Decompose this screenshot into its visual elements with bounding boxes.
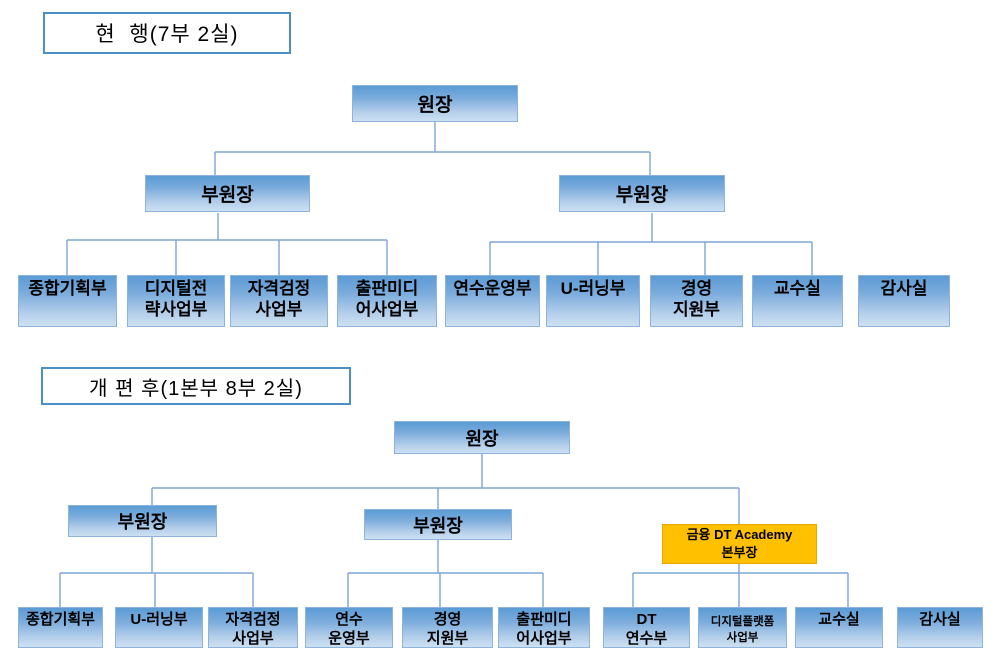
current-audit-office-box: 감사실 — [858, 275, 950, 327]
reorganized-qualification-testing-business-dept-box: 자격검정 사업부 — [208, 607, 298, 648]
current-deputy-director-right-box: 부원장 — [559, 175, 725, 212]
current-management-support-dept-box: 경영 지원부 — [650, 275, 743, 327]
reorganized-section-connectors — [59, 454, 849, 608]
reorganized-management-support-dept-box: 경영 지원부 — [402, 607, 493, 648]
reorganized-section-title: 개 편 후(1본부 8부 2실) — [41, 367, 351, 405]
current-faculty-office-box: 교수실 — [752, 275, 843, 327]
reorganized-u-learning-dept-box: U-러닝부 — [115, 607, 203, 648]
reorganized-training-operations-dept-box: 연수 운영부 — [305, 607, 393, 648]
current-section-connectors — [66, 122, 813, 276]
current-digital-strategy-business-dept-box: 디지털전 략사업부 — [127, 275, 225, 327]
reorganized-deputy-director-middle-box: 부원장 — [364, 509, 512, 540]
reorganized-digital-platform-business-dept-box: 디지털플랫폼 사업부 — [698, 607, 787, 648]
reorganized-deputy-director-left-box: 부원장 — [68, 505, 217, 537]
current-deputy-director-left-box: 부원장 — [145, 175, 310, 212]
current-section-title: 현 행(7부 2실) — [43, 12, 291, 54]
current-director-box: 원장 — [352, 85, 518, 122]
reorganized-publishing-media-business-dept-box: 출판미디 어사업부 — [498, 607, 590, 648]
current-general-planning-dept-box: 종합기획부 — [18, 275, 117, 327]
current-u-learning-dept-box: U-러닝부 — [546, 275, 640, 327]
reorganized-director-box: 원장 — [394, 421, 570, 454]
reorganized-dt-training-dept-box: DT 연수부 — [603, 607, 690, 648]
reorganized-general-planning-dept-box: 종합기획부 — [18, 607, 103, 648]
finance-dt-academy-head-box: 금융 DT Academy 본부장 — [662, 524, 817, 564]
reorganized-faculty-office-box: 교수실 — [795, 607, 883, 648]
reorganized-audit-office-box: 감사실 — [897, 607, 983, 648]
current-training-operations-dept-box: 연수운영부 — [445, 275, 540, 327]
current-qualification-testing-business-dept-box: 자격검정 사업부 — [230, 275, 328, 327]
current-publishing-media-business-dept-box: 출판미디 어사업부 — [337, 275, 437, 327]
